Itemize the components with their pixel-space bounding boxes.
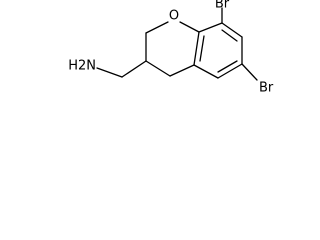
- bonds: [96, 7, 258, 81]
- oxygen-atom-label: O: [169, 9, 179, 24]
- amine-group-label: H2N: [68, 59, 96, 74]
- bond-o1-c8a: [179, 21, 200, 33]
- bond-ch2-n: [96, 67, 123, 78]
- bond-c8a-c8: [198, 22, 223, 33]
- bond-c6-br: [241, 63, 258, 81]
- bond-c4-c4a: [169, 64, 195, 77]
- bond-c8-c7: [221, 22, 243, 38]
- bond-o1-c2: [145, 21, 169, 34]
- bond-c5-c4a: [193, 64, 219, 79]
- double-bond-c8a-c4a-inner: [199, 35, 205, 62]
- atom-labels: O Br Br H2N: [68, 0, 274, 96]
- bond-c6-c5: [217, 63, 243, 79]
- bond-c4a-c8a: [193, 31, 200, 66]
- bromine-top-atom-label: Br: [215, 0, 230, 12]
- bond-c3-c4: [145, 60, 171, 77]
- double-bond-c7-c8-inner: [221, 29, 238, 42]
- double-bond-c6-c5-inner: [217, 60, 238, 73]
- chemical-structure-diagram: O Br Br H2N: [68, 0, 274, 96]
- bond-c3-ch2: [121, 60, 147, 78]
- bromine-bottom-atom-label: Br: [259, 81, 274, 96]
